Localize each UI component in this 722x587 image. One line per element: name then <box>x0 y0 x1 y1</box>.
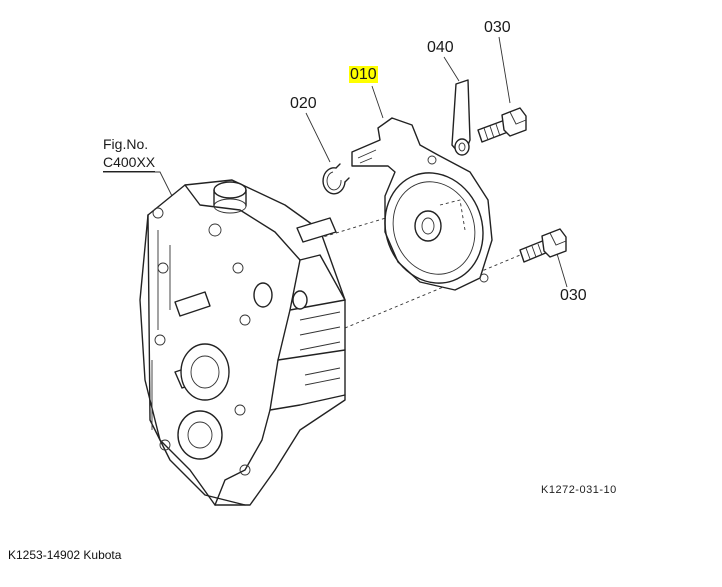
drawing-reference: K1272-031-10 <box>541 484 617 496</box>
callout-030-top: 030 <box>484 19 511 36</box>
callout-010: 010 <box>349 66 378 84</box>
axis-line-bolt <box>344 252 526 329</box>
part-030-bolt-top <box>477 107 527 143</box>
part-030-bolt-bottom <box>519 228 567 263</box>
part-020-circlip <box>322 163 350 195</box>
callout-010-text: 010 <box>349 66 378 83</box>
part-010-cover <box>351 117 493 291</box>
figure-number: C400XX <box>103 154 156 172</box>
leader-030-top <box>498 36 511 104</box>
exploded-parts-diagram <box>103 36 568 506</box>
leader-020 <box>305 112 331 163</box>
callout-040: 040 <box>427 39 454 56</box>
leader-010 <box>371 85 384 119</box>
part-040-lever <box>451 79 471 156</box>
leader-fig <box>103 171 173 197</box>
transmission-housing <box>139 179 346 506</box>
figure-label: Fig.No. <box>103 136 149 152</box>
figure-number-block: Fig.No. C400XX <box>103 135 156 172</box>
callout-030-bottom: 030 <box>560 287 587 304</box>
diagram-drawing <box>103 36 568 506</box>
image-caption: K1253-14902 Kubota <box>8 548 122 562</box>
callout-020: 020 <box>290 95 317 112</box>
leader-040 <box>443 56 460 82</box>
